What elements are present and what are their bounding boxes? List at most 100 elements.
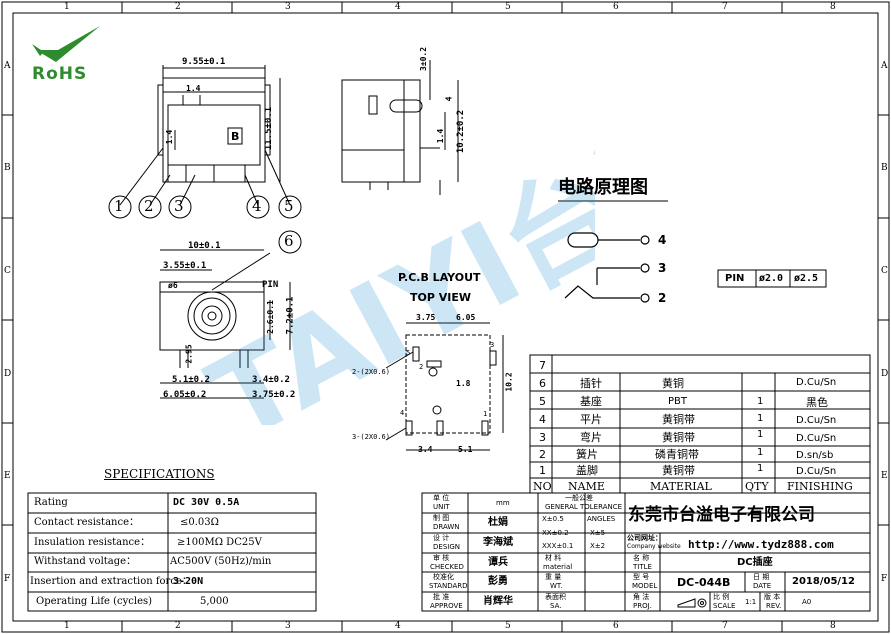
- front-view-drawing: [108, 65, 302, 219]
- bom-mat-1: 黄铜带: [662, 464, 695, 477]
- col-label: 7: [722, 2, 728, 12]
- bom-qty-3: 1: [757, 429, 764, 440]
- col-label: 7: [722, 621, 728, 631]
- col-label: 1: [64, 621, 70, 631]
- pcb-dim-18: 1.8: [456, 379, 471, 388]
- tb-tol-1: ANGLES: [587, 515, 616, 523]
- callout-3: 3: [174, 197, 184, 215]
- bom-fin-1: D.Cu/Sn: [796, 466, 837, 477]
- schematic-drawing: [558, 200, 668, 303]
- col-label: 5: [505, 621, 511, 631]
- bom-qty-2: 1: [757, 447, 764, 458]
- pcb-layout-drawing: [405, 334, 491, 434]
- tb-tol-0: X±0.5: [542, 515, 564, 523]
- side-dim-3: 3±0.2: [419, 46, 429, 72]
- bom-header-material: MATERIAL: [650, 480, 712, 493]
- spec-value-life: 5,000: [200, 596, 229, 607]
- spec-label-force: Insertion and extraction force：: [30, 576, 192, 587]
- bom-qty-4: 1: [757, 413, 764, 424]
- rohs-logo: RoHS: [32, 64, 88, 84]
- col-label: 8: [830, 621, 836, 631]
- pcb-hole-b: 3-(2X0.6): [352, 433, 390, 441]
- callout-5: 5: [284, 197, 294, 215]
- pcb-pin-2: 2: [419, 363, 424, 371]
- col-label: 4: [395, 2, 401, 12]
- tb-unit-val: mm: [496, 499, 510, 507]
- spec-label-withstand: Withstand voltage：: [34, 556, 137, 567]
- bom-header-finishing: FINISHING: [787, 480, 853, 493]
- bom-mat-6: 黄铜: [662, 377, 684, 390]
- bom-fin-4: D.Cu/Sn: [796, 415, 837, 426]
- tb-date-en: DATE: [753, 582, 772, 590]
- bottom-dim-295: 2.95: [184, 344, 194, 364]
- tb-tol-2: XX±0.2: [542, 529, 569, 537]
- bom-name-5: 基座: [580, 395, 602, 408]
- col-label: 3: [285, 621, 291, 631]
- schematic-title: 电路原理图: [558, 177, 648, 198]
- col-label: 8: [830, 2, 836, 12]
- bottom-view-drawing: [159, 230, 302, 399]
- pcb-pin-1: 1: [483, 410, 488, 418]
- row-label: E: [4, 471, 11, 481]
- bottom-dim-355: 3.55±0.1: [163, 261, 207, 271]
- tb-rev-cn: 版 本: [764, 593, 781, 601]
- callout-1: 1: [114, 197, 124, 215]
- bom-header-name: NAME: [568, 480, 605, 493]
- bottom-pin-label: PIN: [262, 280, 279, 290]
- bom-fin-6: D.Cu/Sn: [796, 377, 837, 388]
- col-label: 5: [505, 2, 511, 12]
- tb-checked-cn: 审 核: [433, 554, 450, 562]
- tb-proj-en: PROJ.: [633, 602, 652, 610]
- bom-name-1: 盖脚: [576, 464, 598, 477]
- tb-tol-4: XXX±0.1: [542, 542, 574, 550]
- pcb-subtitle: TOP VIEW: [410, 291, 471, 304]
- tb-design-cn: 设 计: [433, 534, 450, 542]
- pcb-dim-375: 3.75: [416, 313, 436, 322]
- spec-label-rating: Rating: [34, 497, 68, 508]
- tb-website: http://www.tydz888.com: [688, 538, 834, 551]
- tb-checked: 谭兵: [488, 557, 508, 568]
- col-label: 2: [175, 2, 181, 12]
- tb-material-en: material: [543, 563, 573, 571]
- tb-scale-cn: 比 例: [713, 593, 730, 601]
- spec-value-withstand: AC500V (50Hz)/min: [170, 556, 272, 567]
- bom-mat-3: 黄铜带: [662, 431, 695, 444]
- spec-value-rating: DC 30V 0.5A: [173, 497, 240, 508]
- tb-name-en: TITLE: [633, 563, 652, 571]
- side-dim-14: 1.4: [436, 128, 446, 144]
- tb-rev: A0: [802, 598, 812, 606]
- tb-tol-5: X±2: [590, 542, 606, 550]
- pcb-pin-4: 4: [400, 409, 405, 417]
- row-label: F: [881, 574, 888, 584]
- tb-standard-en: STANDARD: [429, 582, 468, 590]
- specs-title: SPECIFICATIONS: [104, 467, 215, 481]
- bom-name-2: 簧片: [576, 448, 598, 461]
- col-label: 6: [613, 621, 619, 631]
- tb-standard-cn: 校准化: [433, 573, 454, 581]
- tb-standard: 彭勇: [488, 576, 508, 587]
- bom-no-3: 3: [539, 431, 546, 444]
- col-label: 6: [613, 2, 619, 12]
- pcb-dim-51: 5.1: [458, 445, 473, 454]
- bottom-dim-375: 3.75±0.2: [252, 390, 296, 400]
- side-dim-4: 4: [444, 96, 454, 102]
- bom-mat-4: 黄铜带: [662, 413, 695, 426]
- bom-fin-2: D.sn/sb: [796, 450, 834, 461]
- pin-box-opt2: ø2.5: [794, 273, 819, 284]
- bottom-dim-34: 3.4±0.2: [252, 375, 290, 385]
- row-label: A: [4, 61, 11, 71]
- spec-label-life: Operating Life (cycles): [36, 596, 153, 607]
- tb-drawn: 杜娟: [488, 517, 508, 528]
- tb-model-en: MODEL: [632, 582, 658, 590]
- bom-qty-5: 1: [757, 396, 764, 407]
- col-label: 3: [285, 2, 291, 12]
- col-label: 1: [64, 2, 70, 12]
- tb-tol-cn: 一般公差: [565, 494, 593, 502]
- row-label: B: [4, 163, 11, 173]
- front-dim-height: 11.5±0.1: [264, 106, 275, 151]
- bom-qty-1: 1: [757, 463, 764, 474]
- tb-surface-en: SA.: [550, 602, 562, 610]
- tb-date: 2018/05/12: [792, 576, 855, 587]
- tb-tol-en: GENERAL TOLERANCE: [545, 503, 623, 511]
